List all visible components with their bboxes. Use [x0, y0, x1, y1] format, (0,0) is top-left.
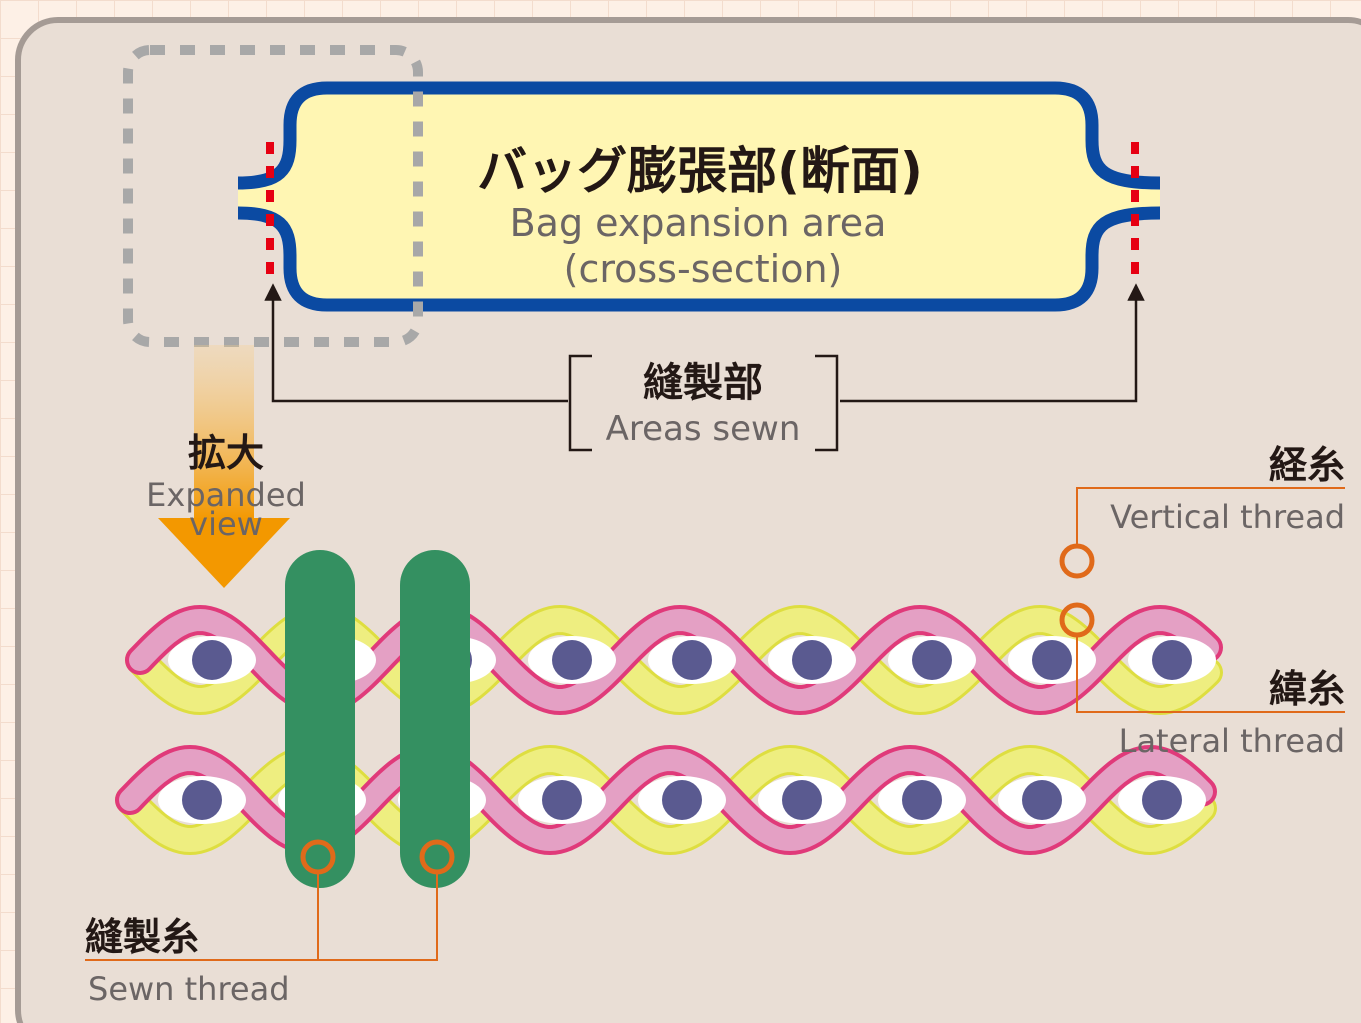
lateral-thread-cross-section — [552, 640, 592, 680]
bag-cross-section — [237, 81, 1161, 312]
lateral-thread-cross-section — [182, 780, 222, 820]
magnify-region-outline — [123, 45, 423, 347]
lateral-thread-cross-section — [1022, 780, 1062, 820]
sewn-thread-1 — [285, 550, 355, 888]
lateral-thread-leader — [1076, 635, 1345, 713]
expand-label-en-line1: Expanded — [146, 476, 306, 514]
sewn-area-connector — [264, 283, 1145, 452]
expand-label-jp: 拡大 — [188, 431, 264, 475]
lateral-thread-cross-section — [662, 780, 702, 820]
sewn-thread-leader — [85, 872, 438, 961]
sewn-area-label-en: Areas sewn — [606, 409, 801, 449]
sewn-thread-label-jp: 縫製糸 — [85, 915, 199, 959]
bracket-left — [568, 354, 592, 452]
bracket-right — [815, 354, 839, 452]
sewn-thread-label-en: Sewn thread — [88, 970, 290, 1008]
vertical-thread-leader — [1076, 487, 1345, 546]
lateral-thread-cross-section — [782, 780, 822, 820]
lateral-thread-cross-section — [542, 780, 582, 820]
lateral-thread-cross-section — [1032, 640, 1072, 680]
lateral-thread-cross-section — [1142, 780, 1182, 820]
sewn-area-label-jp: 縫製部 — [643, 360, 763, 406]
vertical-thread-label-jp: 経糸 — [1269, 443, 1345, 487]
bag-outline — [238, 88, 1160, 305]
lateral-thread-cross-section — [912, 640, 952, 680]
vertical-thread-label-en: Vertical thread — [1110, 498, 1345, 536]
lateral-thread-cross-section — [902, 780, 942, 820]
bag-title-en-line2: (cross-section) — [564, 247, 843, 291]
bag-title-en-line1: Bag expansion area — [510, 201, 887, 245]
expand-label-en-line2: view — [189, 505, 263, 543]
lateral-thread-cross-section — [192, 640, 232, 680]
expand-arrow — [158, 345, 290, 588]
lateral-thread-cross-section — [792, 640, 832, 680]
bag-title-jp: バッグ膨張部(断面) — [477, 142, 923, 200]
sewn-thread-2 — [400, 550, 470, 888]
lateral-thread-label-jp: 緯糸 — [1269, 667, 1345, 711]
lateral-thread-label-en: Lateral thread — [1119, 722, 1345, 760]
lateral-thread-cross-section — [672, 640, 712, 680]
lateral-thread-cross-section — [1152, 640, 1192, 680]
